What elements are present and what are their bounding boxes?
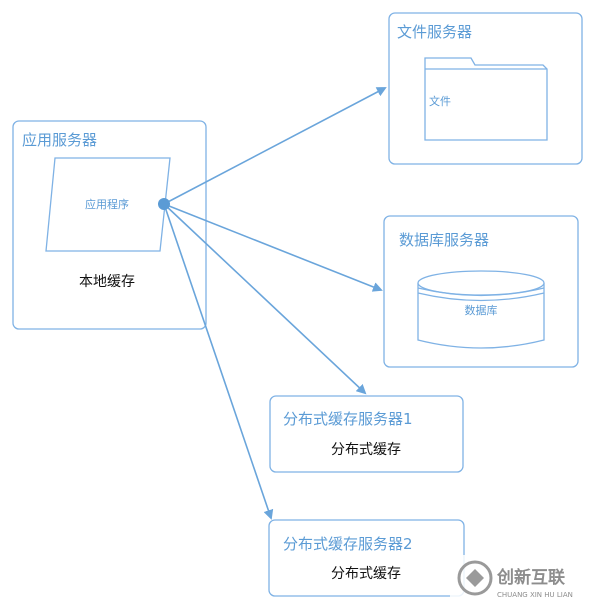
watermark-brand: 创新互联 [496, 567, 565, 588]
app-server-title: 应用服务器 [22, 131, 97, 149]
arrow-to-cache-server-2 [163, 203, 274, 520]
cache-server-1-content: 分布式缓存 [331, 442, 401, 458]
cache-server-1-node: 分布式缓存服务器1 分布式缓存 [269, 395, 464, 473]
cache-server-2-box [268, 519, 465, 597]
cache-server-1-box [269, 395, 464, 473]
arrow-to-db-server [163, 203, 383, 292]
database-label: 数据库 [465, 303, 498, 317]
app-server-node: 应用服务器 应用程序 本地缓存 [12, 120, 207, 330]
connection-origin-dot [158, 198, 170, 210]
cache-server-2-title: 分布式缓存服务器2 [283, 535, 413, 553]
db-server-node: 数据库服务器 数据库 [383, 215, 579, 368]
db-server-title: 数据库服务器 [399, 231, 489, 249]
watermark-brand-en: CHUANG XIN HU LIAN [497, 591, 573, 599]
connection-arrows [163, 87, 387, 520]
app-program-parallelogram [45, 157, 171, 252]
cache-server-1-title: 分布式缓存服务器1 [283, 410, 413, 428]
local-cache-label: 本地缓存 [79, 274, 135, 290]
arrow-to-file-server [163, 87, 387, 205]
cache-server-2-node: 分布式缓存服务器2 分布式缓存 [268, 519, 465, 597]
database-cylinder-icon [417, 270, 545, 349]
cache-server-2-content: 分布式缓存 [331, 566, 401, 582]
watermark: 创新互联 CHUANG XIN HU LIAN [450, 555, 594, 605]
brand-logo-icon [457, 560, 493, 596]
app-program-label: 应用程序 [85, 197, 129, 211]
file-folder-label: 文件 [429, 94, 451, 108]
folder-icon [424, 57, 548, 141]
file-server-title: 文件服务器 [397, 23, 472, 41]
file-server-node: 文件服务器 文件 [388, 12, 583, 165]
arrow-to-cache-server-1 [163, 203, 367, 395]
